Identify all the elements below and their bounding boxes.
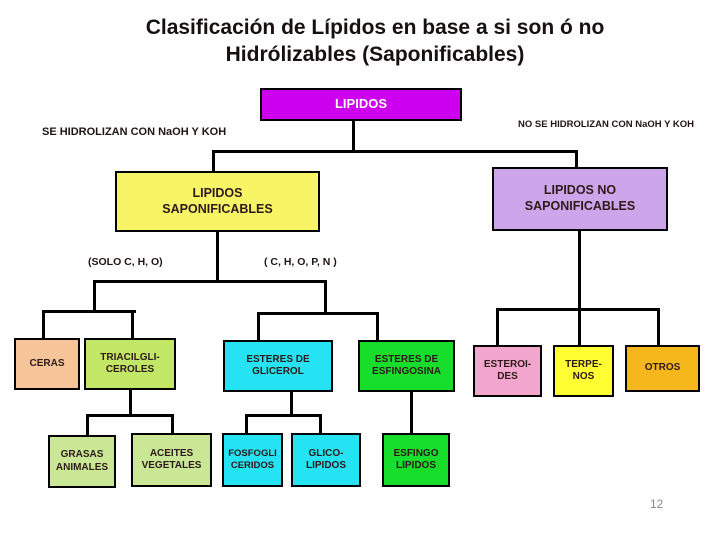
connector-line — [42, 310, 45, 339]
connector-line — [578, 231, 581, 310]
connector-line — [578, 308, 581, 346]
connector-line — [245, 414, 322, 417]
node-terpenos: TERPE- NOS — [553, 345, 614, 397]
connector-line — [496, 308, 499, 346]
non-saponifiable-elements-label: ( C, H, O, P, N ) — [264, 256, 337, 268]
connector-line — [324, 280, 327, 314]
connector-line — [257, 312, 260, 341]
connector-line — [290, 392, 293, 416]
node-ceras: CERAS — [14, 338, 80, 390]
node-grasas-animales: GRASAS ANIMALES — [48, 435, 116, 488]
node-esteres-de-glicerol: ESTERES DE GLICEROL — [223, 340, 333, 392]
node-lipidos: LIPIDOS — [260, 88, 462, 121]
slide-title-line1: Clasificación de Lípidos en base a si so… — [145, 16, 605, 39]
node-lipidos-saponificables: LIPIDOS SAPONIFICABLES — [115, 171, 320, 232]
page-number: 12 — [650, 497, 664, 511]
slide-title-line2: Hidrólizables (Saponificables) — [225, 43, 525, 66]
left-branch-label: SE HIDROLIZAN CON NaOH Y KOH — [42, 126, 227, 138]
connector-line — [86, 414, 174, 417]
connector-line — [352, 121, 355, 151]
connector-line — [212, 150, 215, 172]
connector-line — [86, 414, 89, 436]
connector-line — [129, 390, 132, 416]
node-esteres-de-esfingosina: ESTERES DE ESFINGOSINA — [358, 340, 455, 392]
connector-line — [93, 280, 96, 312]
node-esfingolipidos: ESFINGO LIPIDOS — [382, 433, 450, 487]
connector-line — [212, 150, 578, 153]
connector-line — [216, 232, 219, 282]
node-triacilgliceroles: TRIACILGLI- CEROLES — [84, 338, 176, 390]
connector-line — [93, 280, 327, 283]
connector-line — [410, 392, 413, 434]
node-glicolipidos: GLICO- LIPIDOS — [291, 433, 361, 487]
connector-line — [376, 312, 379, 341]
connector-line — [42, 310, 136, 313]
connector-line — [131, 310, 134, 339]
node-lipidos-no-saponificables: LIPIDOS NO SAPONIFICABLES — [492, 167, 668, 231]
slide-title: Clasificación de Lípidos en base a si so… — [30, 14, 720, 68]
node-aceites-vegetales: ACEITES VEGETALES — [131, 433, 212, 487]
connector-line — [171, 414, 174, 434]
right-branch-label: NO SE HIDROLIZAN CON NaOH Y KOH — [518, 119, 694, 130]
node-esteroides: ESTEROI- DES — [473, 345, 542, 397]
node-fosfogliceridos: FOSFOGLI CERIDOS — [222, 433, 283, 487]
node-otros: OTROS — [625, 345, 700, 392]
saponifiable-elements-label: (SOLO C, H, O) — [88, 256, 163, 268]
connector-line — [257, 312, 379, 315]
connector-line — [245, 414, 248, 434]
connector-line — [319, 414, 322, 434]
connector-line — [575, 150, 578, 168]
connector-line — [657, 308, 660, 346]
